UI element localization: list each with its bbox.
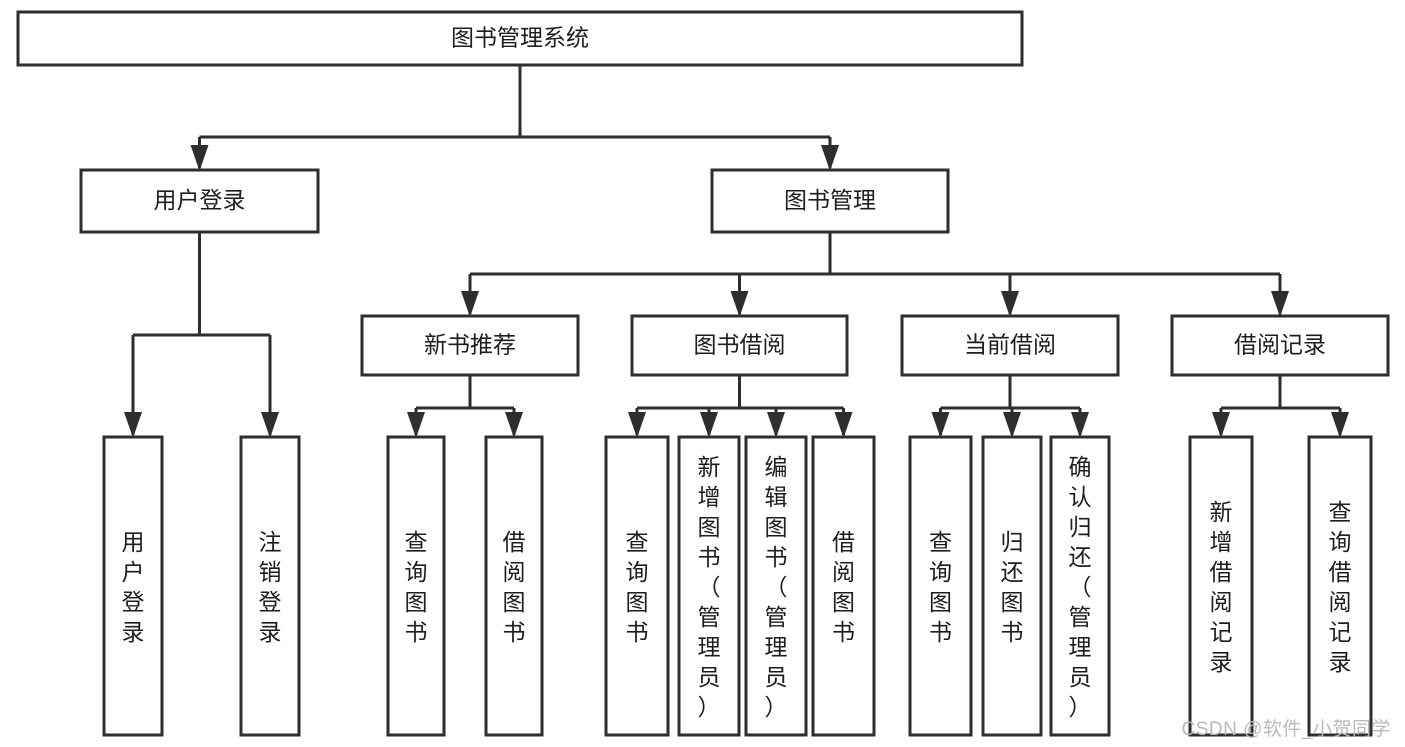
arrow-head-icon (505, 412, 523, 438)
node-current-borrow-box (900, 314, 1120, 377)
arrow-head-icon (628, 412, 646, 438)
node-leaf-add-book[interactable]: 新增图书（管理员） (677, 435, 741, 737)
node-leaf-query-book-1-label: 查询图书 (405, 529, 428, 645)
node-leaf-query-book-1[interactable]: 查询图书 (386, 435, 446, 737)
arrow-head-icon (407, 412, 425, 438)
arrow-head-icon (461, 291, 479, 317)
node-user-login[interactable]: 用户登录 (79, 168, 320, 234)
node-user-login-box (79, 168, 320, 234)
node-leaf-user-login[interactable]: 用户登录 (102, 435, 164, 737)
arrow-head-icon (1271, 291, 1289, 317)
node-current-borrow[interactable]: 当前借阅 (900, 314, 1120, 377)
node-leaf-borrow-book-2[interactable]: 借阅图书 (811, 435, 876, 737)
node-leaf-add-record-label: 新增借阅记录 (1210, 499, 1233, 675)
node-leaf-query-book-1-box (386, 435, 446, 737)
node-new-book-recommend-box (360, 314, 580, 377)
node-leaf-query-book-2-label: 查询图书 (626, 529, 649, 645)
node-leaf-query-book-2[interactable]: 查询图书 (604, 435, 670, 737)
node-book-management-label: 图书管理 (784, 187, 876, 213)
node-leaf-confirm-return-label: 确认归还（管理员） (1069, 454, 1092, 720)
node-book-borrow-label: 图书借阅 (694, 332, 786, 358)
node-borrow-record[interactable]: 借阅记录 (1170, 314, 1390, 377)
node-leaf-edit-book[interactable]: 编辑图书（管理员） (744, 435, 808, 737)
node-leaf-borrow-book-2-label: 借阅图书 (832, 529, 855, 645)
node-leaf-user-login-label: 用户登录 (122, 529, 145, 645)
node-leaf-return-book-box (981, 435, 1043, 737)
node-leaf-query-book-3[interactable]: 查询图书 (908, 435, 973, 737)
node-borrow-record-box (1170, 314, 1390, 377)
node-user-login-label: 用户登录 (154, 187, 246, 213)
node-leaf-borrow-book-1[interactable]: 借阅图书 (484, 435, 544, 737)
node-leaf-logout-box (239, 435, 301, 737)
node-leaf-return-book-label: 归还图书 (1001, 529, 1024, 645)
arrow-head-icon (767, 412, 785, 438)
node-leaf-user-login-box (102, 435, 164, 737)
arrow-head-icon (1212, 412, 1230, 438)
arrow-head-icon (261, 412, 279, 438)
node-leaf-confirm-return-box (1049, 435, 1111, 737)
node-root-图书管理系统[interactable]: 图书管理系统 (16, 10, 1024, 67)
connectors-layer (124, 65, 1349, 438)
node-leaf-return-book[interactable]: 归还图书 (981, 435, 1043, 737)
node-leaf-borrow-book-1-box (484, 435, 544, 737)
arrow-head-icon (730, 291, 749, 317)
node-leaf-add-record[interactable]: 新增借阅记录 (1188, 435, 1254, 737)
node-leaf-query-record-label: 查询借阅记录 (1329, 499, 1352, 675)
arrow-head-icon (1003, 412, 1021, 438)
node-leaf-query-book-2-box (604, 435, 670, 737)
nodes-layer: 图书管理系统用户登录图书管理新书推荐图书借阅当前借阅借阅记录用户登录注销登录查询… (16, 10, 1390, 737)
arrow-head-icon (821, 145, 839, 171)
node-leaf-query-book-3-box (908, 435, 973, 737)
node-leaf-borrow-book-2-box (811, 435, 876, 737)
node-new-book-recommend[interactable]: 新书推荐 (360, 314, 580, 377)
arrow-head-icon (124, 412, 142, 438)
arrow-head-icon (834, 412, 853, 438)
node-leaf-query-record[interactable]: 查询借阅记录 (1307, 435, 1373, 737)
node-current-borrow-label: 当前借阅 (964, 332, 1056, 358)
arrow-head-icon (931, 412, 950, 438)
node-root-图书管理系统-box (16, 10, 1024, 67)
node-book-management-box (710, 168, 950, 234)
node-root-图书管理系统-label: 图书管理系统 (451, 25, 589, 51)
arrow-head-icon (190, 145, 209, 171)
node-leaf-add-book-box (677, 435, 741, 737)
node-book-management[interactable]: 图书管理 (710, 168, 950, 234)
node-leaf-logout-label: 注销登录 (259, 529, 282, 645)
arrow-head-icon (1001, 291, 1019, 317)
node-leaf-add-book-label: 新增图书（管理员） (698, 454, 721, 720)
arrow-head-icon (1071, 412, 1089, 438)
node-leaf-query-book-3-label: 查询图书 (929, 529, 952, 645)
node-leaf-confirm-return[interactable]: 确认归还（管理员） (1049, 435, 1111, 737)
node-book-borrow[interactable]: 图书借阅 (630, 314, 849, 377)
arrow-head-icon (1331, 412, 1349, 438)
node-leaf-query-record-box (1307, 435, 1373, 737)
node-leaf-edit-book-label: 编辑图书（管理员） (765, 454, 788, 720)
node-borrow-record-label: 借阅记录 (1234, 332, 1326, 358)
node-leaf-edit-book-box (744, 435, 808, 737)
node-new-book-recommend-label: 新书推荐 (424, 332, 516, 358)
node-book-borrow-box (630, 314, 849, 377)
node-leaf-borrow-book-1-label: 借阅图书 (503, 529, 526, 645)
node-leaf-logout[interactable]: 注销登录 (239, 435, 301, 737)
arrow-head-icon (700, 412, 718, 438)
node-leaf-add-record-box (1188, 435, 1254, 737)
